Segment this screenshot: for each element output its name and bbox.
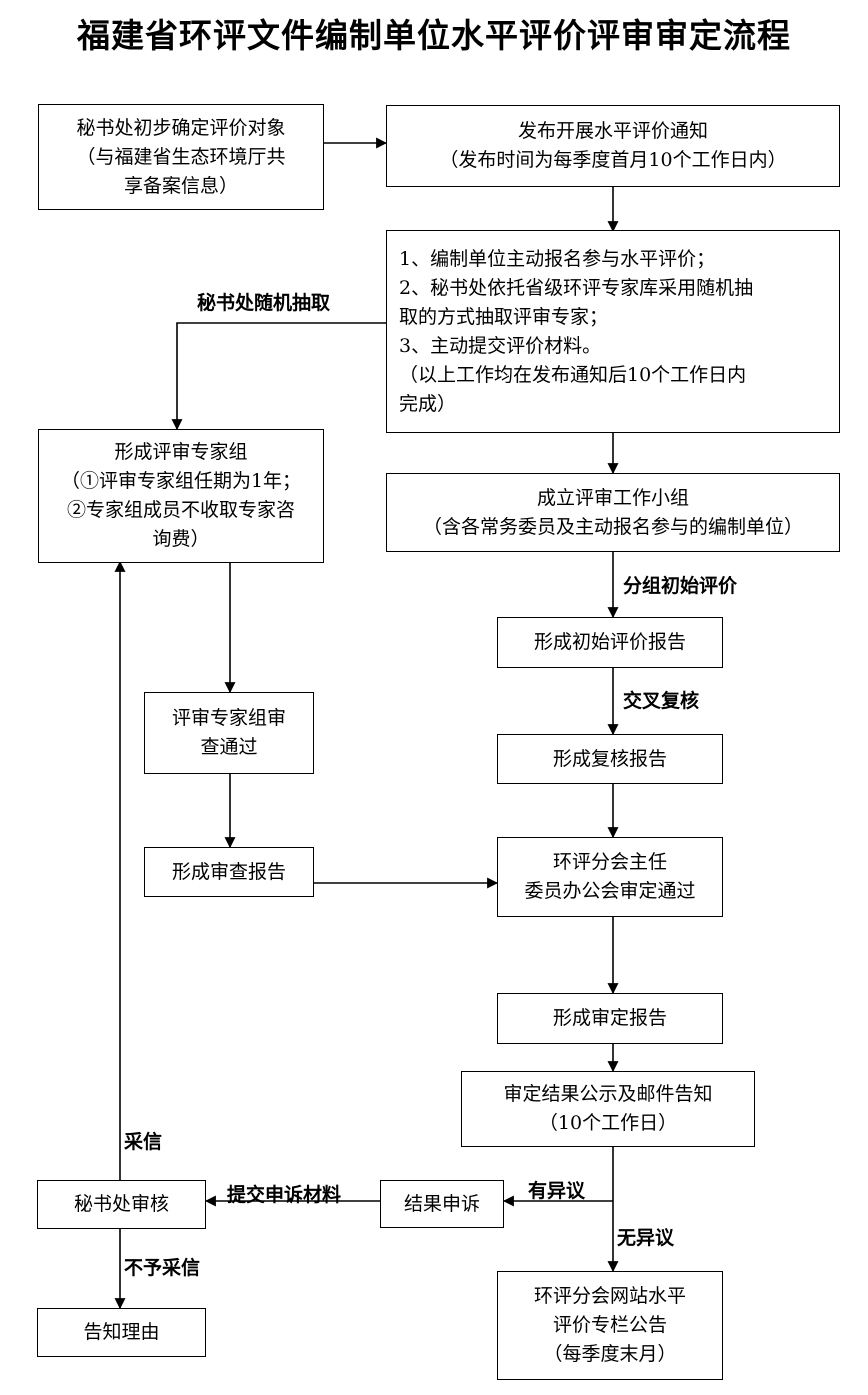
node-text: 秘书处审核 <box>73 1193 169 1215</box>
node-text: 享备案信息） <box>123 174 238 197</box>
node-text: 秘书处初步确定评价对象 <box>76 116 286 139</box>
label-no-objection: 无异议 <box>617 1227 675 1249</box>
label-adopt: 采信 <box>124 1131 163 1153</box>
node-text: （含各常务委员及主动报名参与的编制单位） <box>422 515 803 538</box>
node-text: 形成初始评价报告 <box>533 631 686 653</box>
box-publicity: 审定结果公示及邮件告知 （10个工作日） <box>461 1071 755 1147</box>
box-work-group: 成立评审工作小组 （含各常务委员及主动报名参与的编制单位） <box>386 473 840 552</box>
box-expert-group: 形成评审专家组 （①评审专家组任期为1年； ②专家组成员不收取专家咨 询费） <box>38 429 324 563</box>
node-text: （每季度末月） <box>543 1343 677 1365</box>
box-review-report: 形成复核报告 <box>497 734 723 784</box>
box-inform-reason: 告知理由 <box>37 1308 206 1357</box>
node-text: 结果申诉 <box>403 1192 480 1215</box>
node-text: 评审专家组审 <box>171 707 286 729</box>
node-text: 形成评审专家组 <box>114 441 248 463</box>
label-group-initial: 分组初始评价 <box>623 575 738 597</box>
node-text: 告知理由 <box>83 1321 160 1343</box>
page-title: 福建省环评文件编制单位水平评价评审审定流程 <box>77 16 791 55</box>
box-tasks: 1、编制单位主动报名参与水平评价； 2、秘书处依托省级环评专家库采用随机抽 取的… <box>386 230 840 433</box>
node-text: 成立评审工作小组 <box>536 486 689 509</box>
arrow-tasks-to-expert-group <box>171 322 386 431</box>
box-select-targets: 秘书处初步确定评价对象 （与福建省生态环境厅共 享备案信息） <box>38 104 324 210</box>
box-publish-notice: 发布开展水平评价通知 （发布时间为每季度首月10个工作日内） <box>386 105 840 187</box>
box-expert-pass: 评审专家组审 查通过 <box>144 692 314 774</box>
node-text: 环评分会网站水平 <box>533 1285 686 1307</box>
box-audit-report: 形成审查报告 <box>144 847 314 897</box>
box-office-approval: 环评分会主任 委员办公会审定通过 <box>497 837 723 917</box>
box-website-notice: 环评分会网站水平 评价专栏公告 （每季度末月） <box>497 1271 723 1380</box>
node-text: 3、主动提交评价材料。 <box>399 334 602 357</box>
node-text: 形成复核报告 <box>552 747 667 770</box>
node-text: 2、秘书处依托省级环评专家库采用随机抽 <box>399 276 754 299</box>
node-text: 询费） <box>152 528 210 550</box>
node-text: 形成审定报告 <box>552 1007 667 1029</box>
node-text: 1、编制单位主动报名参与水平评价； <box>399 247 716 270</box>
node-text: 评价专栏公告 <box>552 1314 667 1336</box>
label-not-adopt: 不予采信 <box>124 1257 201 1279</box>
node-text: 环评分会主任 <box>552 851 667 873</box>
node-text: （发布时间为每季度首月10个工作日内） <box>439 149 787 171</box>
node-text: 委员办公会审定通过 <box>524 880 696 902</box>
label-random-draw: 秘书处随机抽取 <box>197 292 331 314</box>
node-text: ②专家组成员不收取专家咨 <box>66 499 295 521</box>
node-text: 取的方式抽取评审专家； <box>399 305 609 328</box>
box-secretariat-review: 秘书处审核 <box>37 1180 206 1229</box>
node-text: （①评审专家组任期为1年； <box>60 470 302 492</box>
box-initial-report: 形成初始评价报告 <box>497 617 723 668</box>
node-text: 发布开展水平评价通知 <box>517 120 708 142</box>
node-text: 审定结果公示及邮件告知 <box>503 1083 713 1105</box>
node-text: （10个工作日） <box>538 1112 678 1134</box>
node-text: 形成审查报告 <box>171 860 286 883</box>
node-text: （与福建省生态环境厅共 <box>76 145 286 168</box>
box-final-report: 形成审定报告 <box>497 993 723 1044</box>
label-cross-check: 交叉复核 <box>623 690 700 712</box>
label-has-objection: 有异议 <box>528 1180 586 1202</box>
box-appeal: 结果申诉 <box>380 1180 504 1228</box>
node-text: （以上工作均在发布通知后10个工作日内 <box>399 363 747 386</box>
node-text: 查通过 <box>200 736 258 758</box>
label-submit-appeal: 提交申诉材料 <box>227 1184 342 1206</box>
node-text: 完成） <box>399 392 457 415</box>
